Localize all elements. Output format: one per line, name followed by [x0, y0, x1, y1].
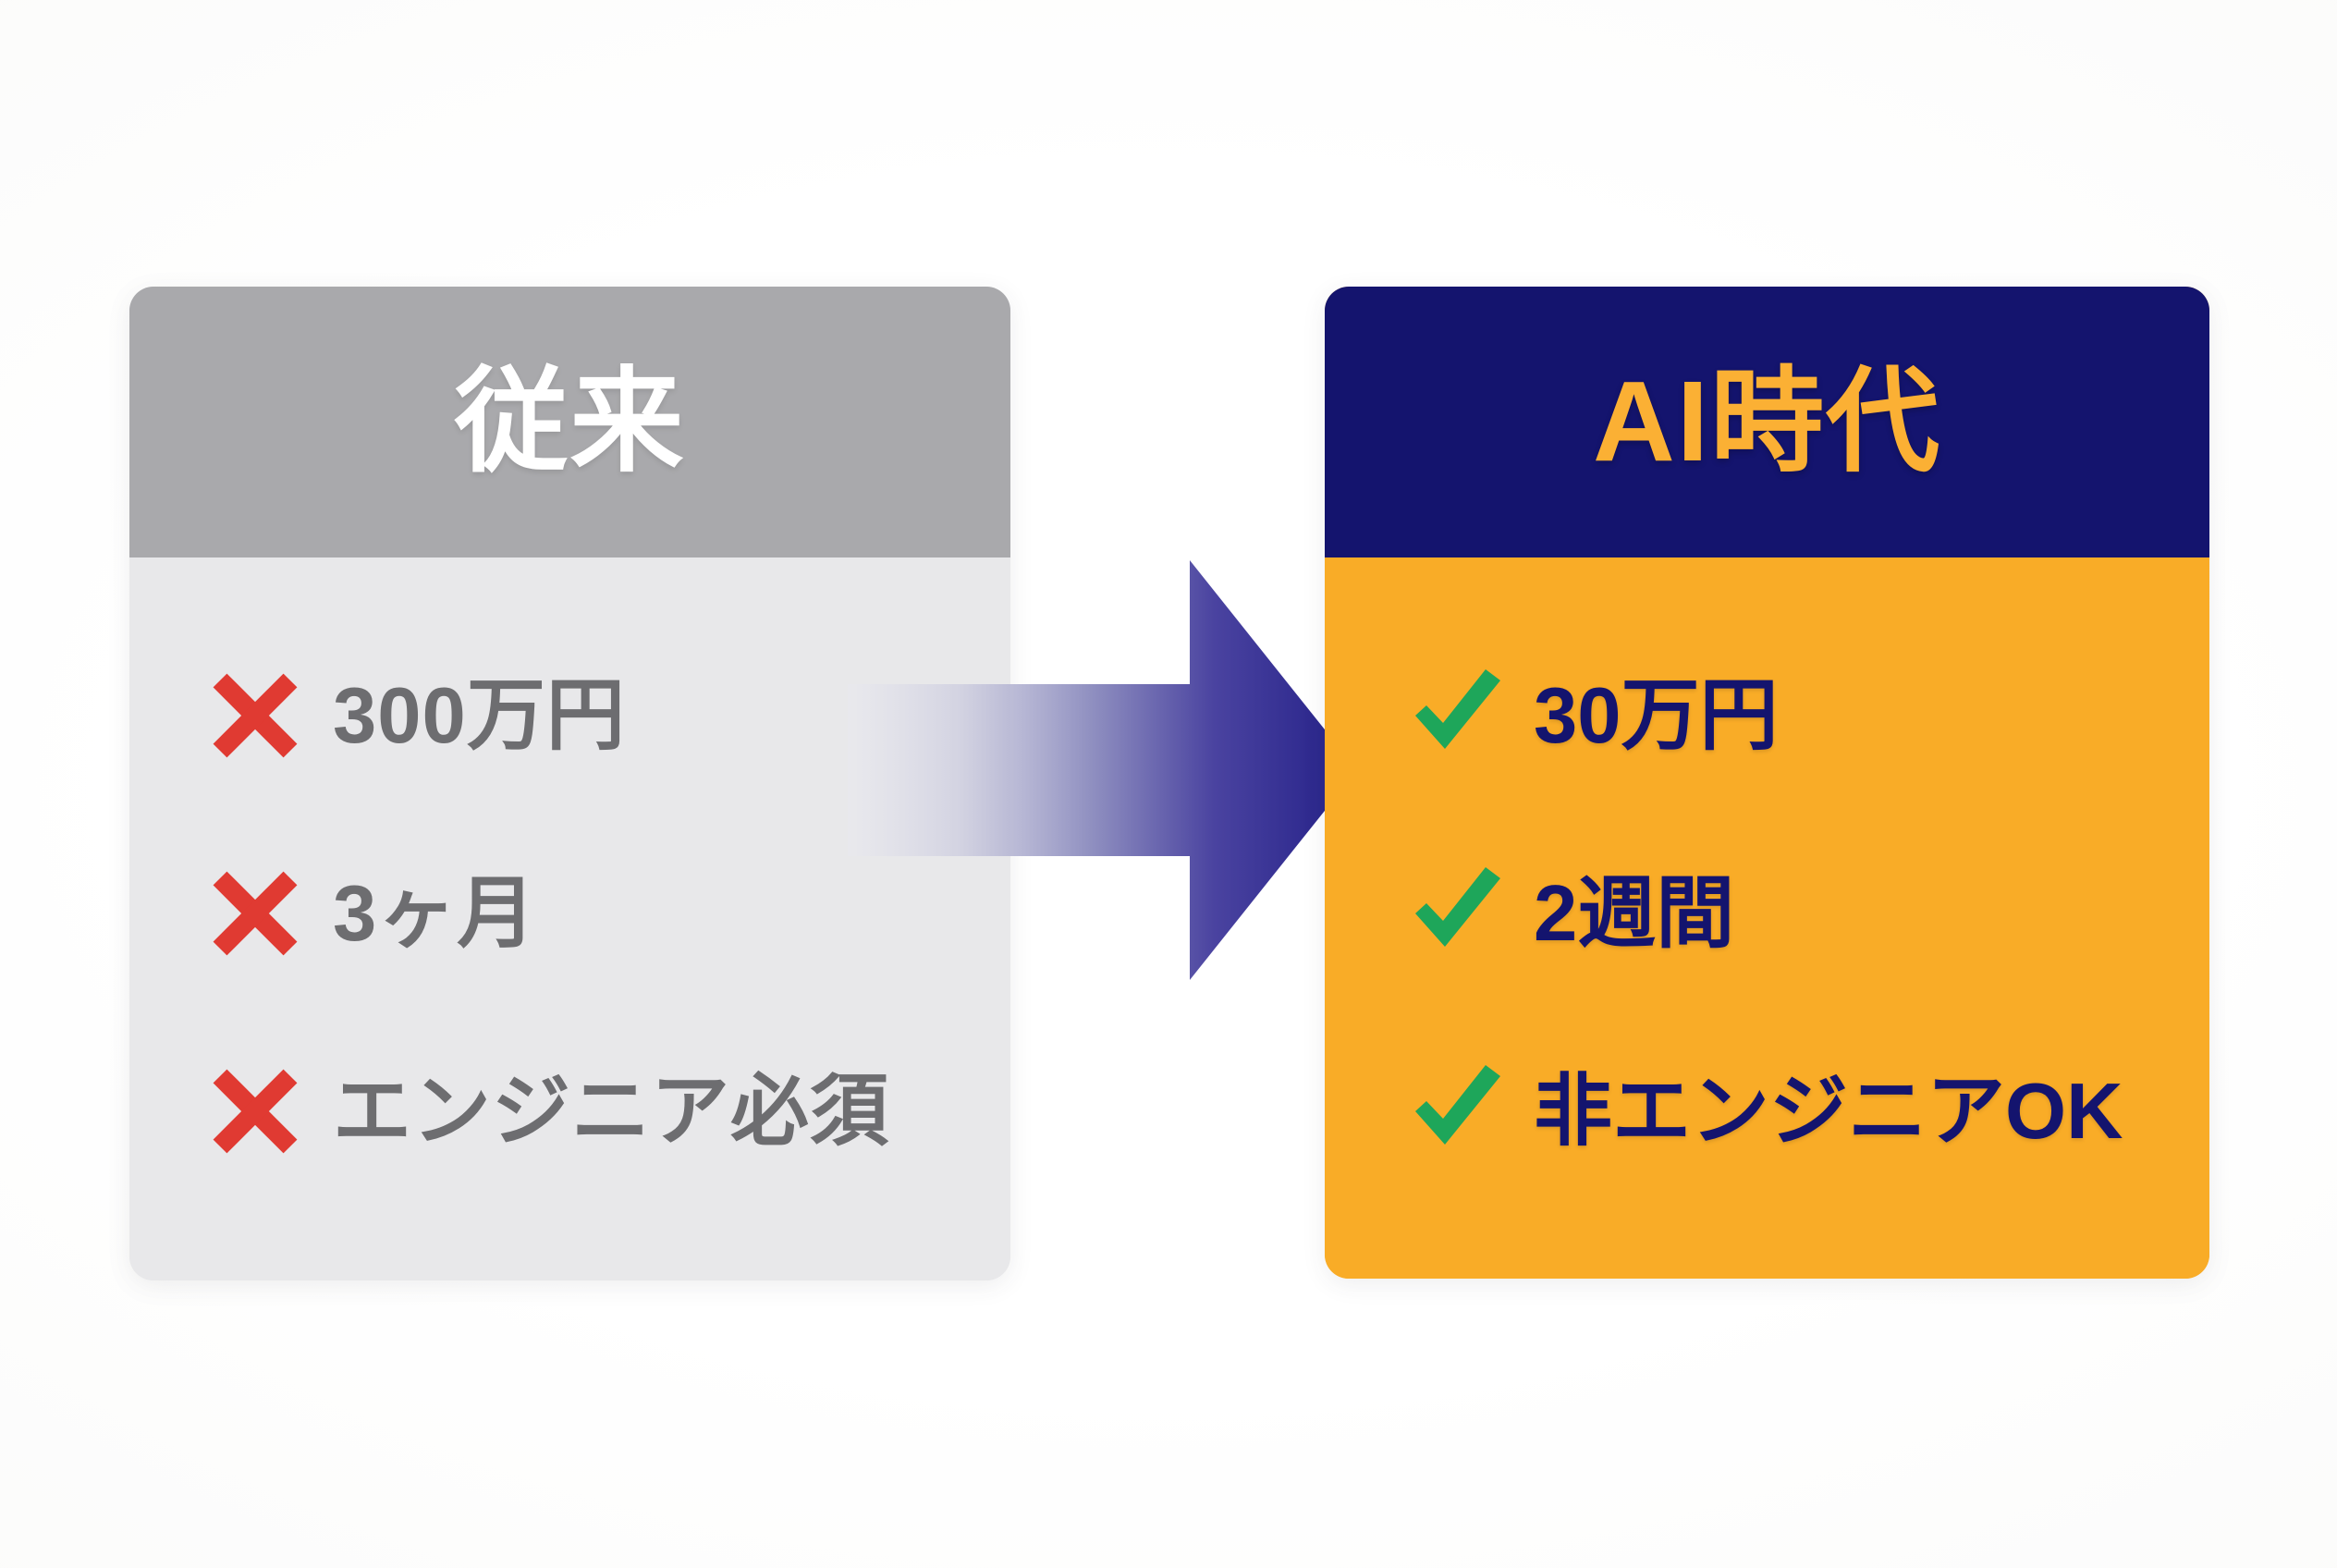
after-card: AI時代 30万円 2週間	[1325, 287, 2209, 1279]
after-card-title: AI時代	[1593, 359, 1941, 485]
before-card-title: 従来	[454, 359, 686, 485]
after-list-item-label: 非エンジニアOK	[1534, 1067, 2123, 1156]
before-card: 従来 300万円	[129, 287, 1010, 1280]
after-card-body: 30万円 2週間 非エンジニアOK	[1325, 557, 2209, 1279]
cross-icon	[203, 664, 307, 767]
before-list-item-label: 3ヶ月	[333, 869, 537, 958]
check-icon	[1406, 862, 1510, 965]
before-list-item-label: 300万円	[333, 671, 626, 760]
before-list-item-label: エンジニア必須	[333, 1067, 890, 1156]
cross-icon	[203, 862, 307, 965]
after-list-item-label: 30万円	[1534, 671, 1779, 760]
before-list-item: エンジニア必須	[129, 1042, 1010, 1181]
after-list-item: 30万円	[1325, 646, 2209, 785]
check-icon	[1406, 664, 1510, 767]
before-list-item: 300万円	[129, 646, 1010, 785]
after-list-item: 2週間	[1325, 844, 2209, 983]
after-card-header: AI時代	[1325, 287, 2209, 557]
check-icon	[1406, 1060, 1510, 1163]
after-list-item-label: 2週間	[1534, 869, 1735, 958]
before-card-header: 従来	[129, 287, 1010, 557]
cross-icon	[203, 1060, 307, 1163]
after-list-item: 非エンジニアOK	[1325, 1042, 2209, 1181]
before-list-item: 3ヶ月	[129, 844, 1010, 983]
before-card-body: 300万円 3ヶ月	[129, 557, 1010, 1280]
